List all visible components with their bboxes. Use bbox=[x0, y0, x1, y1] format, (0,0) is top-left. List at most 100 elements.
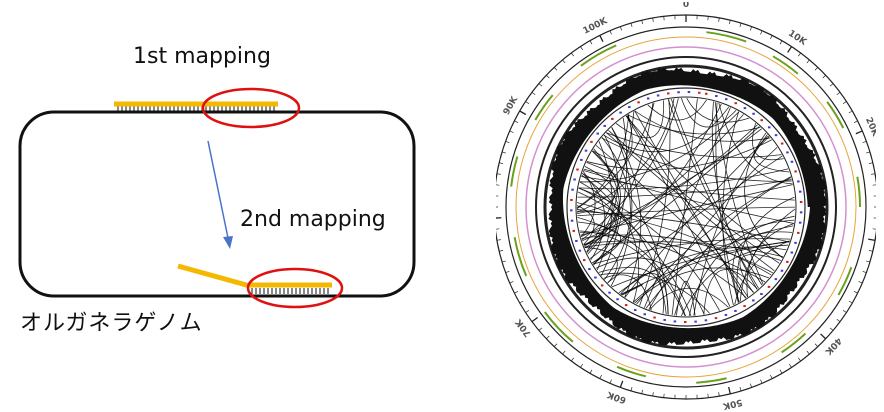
scale-tick bbox=[822, 74, 826, 79]
red-feature-mark bbox=[611, 117, 614, 120]
repeat-link bbox=[667, 99, 759, 289]
mapping-arrow-shaft bbox=[207, 140, 229, 239]
repeat-link bbox=[647, 99, 707, 121]
scale-tick bbox=[868, 238, 876, 241]
red-feature-mark bbox=[683, 320, 687, 323]
red-feature-mark bbox=[667, 92, 670, 95]
blue-feature-mark bbox=[797, 180, 800, 183]
red-feature-mark bbox=[582, 259, 586, 262]
scale-tick bbox=[749, 26, 752, 31]
scale-tick bbox=[509, 281, 514, 284]
scale-tick bbox=[619, 380, 624, 388]
blue-feature-mark bbox=[628, 106, 631, 109]
repeat-link bbox=[581, 176, 795, 201]
blue-feature-mark bbox=[790, 251, 794, 254]
green-feature-arc bbox=[696, 377, 727, 384]
repeat-link bbox=[620, 240, 790, 295]
scale-label: 20K bbox=[863, 116, 876, 139]
repeat-link bbox=[578, 168, 789, 190]
repeat-link bbox=[586, 134, 619, 253]
scale-tick bbox=[589, 369, 593, 374]
scale-tick bbox=[589, 40, 593, 45]
repeat-link bbox=[680, 97, 737, 128]
scale-tick bbox=[531, 92, 536, 96]
repeat-link bbox=[624, 136, 770, 298]
red-feature-mark bbox=[760, 119, 763, 122]
blue-feature-mark bbox=[594, 276, 597, 279]
blue-feature-mark bbox=[767, 126, 771, 129]
track-ring-2 bbox=[535, 56, 837, 358]
blue-feature-mark bbox=[633, 309, 637, 312]
scale-tick bbox=[501, 151, 506, 154]
scale-tick bbox=[538, 327, 543, 331]
scale-tick bbox=[871, 173, 876, 175]
red-feature-mark bbox=[794, 170, 797, 173]
blue-feature-mark bbox=[677, 91, 680, 94]
scale-tick bbox=[609, 30, 612, 35]
green-feature-arc bbox=[510, 156, 519, 187]
scale-tick bbox=[718, 392, 720, 397]
green-feature-arc bbox=[534, 94, 554, 121]
scale-tick bbox=[789, 363, 792, 368]
green-feature-arc bbox=[616, 365, 647, 378]
repeat-link bbox=[577, 166, 616, 214]
scale-tick bbox=[553, 343, 558, 347]
blue-feature-mark bbox=[575, 239, 578, 242]
scale-tick bbox=[836, 318, 841, 322]
blue-feature-mark bbox=[663, 318, 666, 321]
red-feature-mark bbox=[572, 229, 576, 232]
repeat-link bbox=[739, 208, 796, 302]
repeat-link bbox=[587, 103, 654, 255]
scale-tick bbox=[866, 260, 871, 263]
scale-tick bbox=[652, 392, 654, 397]
scale-tick bbox=[739, 22, 742, 27]
second-mapping-label: 2nd mapping bbox=[240, 207, 386, 232]
mapping-arrow-head bbox=[223, 236, 233, 249]
repeat-link bbox=[645, 219, 795, 309]
scale-tick bbox=[571, 357, 575, 362]
blue-feature-mark bbox=[608, 291, 611, 294]
repeat-link bbox=[592, 126, 760, 264]
scale-tick bbox=[848, 110, 853, 114]
scale-tick bbox=[739, 387, 742, 392]
blue-feature-mark bbox=[570, 219, 574, 222]
scale-tick bbox=[546, 74, 550, 79]
blue-feature-mark bbox=[734, 309, 737, 312]
blue-feature-mark bbox=[656, 94, 660, 97]
scale-tick bbox=[868, 162, 873, 164]
scale-tick bbox=[609, 379, 612, 384]
repeat-link bbox=[577, 179, 792, 198]
scale-tick bbox=[599, 374, 602, 379]
scale-tick bbox=[842, 310, 847, 313]
scale-tick bbox=[797, 52, 801, 57]
red-feature-mark bbox=[590, 140, 593, 143]
repeat-link bbox=[595, 145, 754, 293]
scale-tick bbox=[797, 357, 801, 362]
repeat-link bbox=[634, 110, 771, 142]
blue-feature-mark bbox=[790, 160, 794, 163]
blue-feature-mark bbox=[643, 313, 646, 316]
green-feature-arc bbox=[544, 311, 574, 343]
repeat-link bbox=[686, 97, 750, 123]
scale-tick bbox=[652, 17, 654, 22]
scale-tick bbox=[829, 327, 834, 331]
scale-tick bbox=[862, 141, 867, 144]
scale-tick bbox=[580, 363, 583, 368]
scale-tick bbox=[829, 83, 834, 87]
repeat-link bbox=[576, 205, 595, 245]
scale-tick bbox=[848, 300, 853, 304]
repeat-link bbox=[601, 137, 631, 280]
red-feature-mark bbox=[797, 231, 800, 234]
blue-feature-mark bbox=[786, 151, 789, 154]
scale-tick bbox=[525, 101, 530, 104]
repeat-link bbox=[595, 257, 705, 315]
scale-tick bbox=[868, 250, 873, 252]
blue-feature-mark bbox=[774, 134, 778, 137]
red-feature-mark bbox=[786, 260, 789, 263]
scale-tick bbox=[728, 386, 731, 394]
red-feature-mark bbox=[600, 284, 604, 287]
repeat-link bbox=[583, 169, 794, 224]
scale-tick bbox=[499, 162, 504, 164]
scale-tick bbox=[862, 270, 867, 273]
scale-tick bbox=[814, 67, 819, 71]
